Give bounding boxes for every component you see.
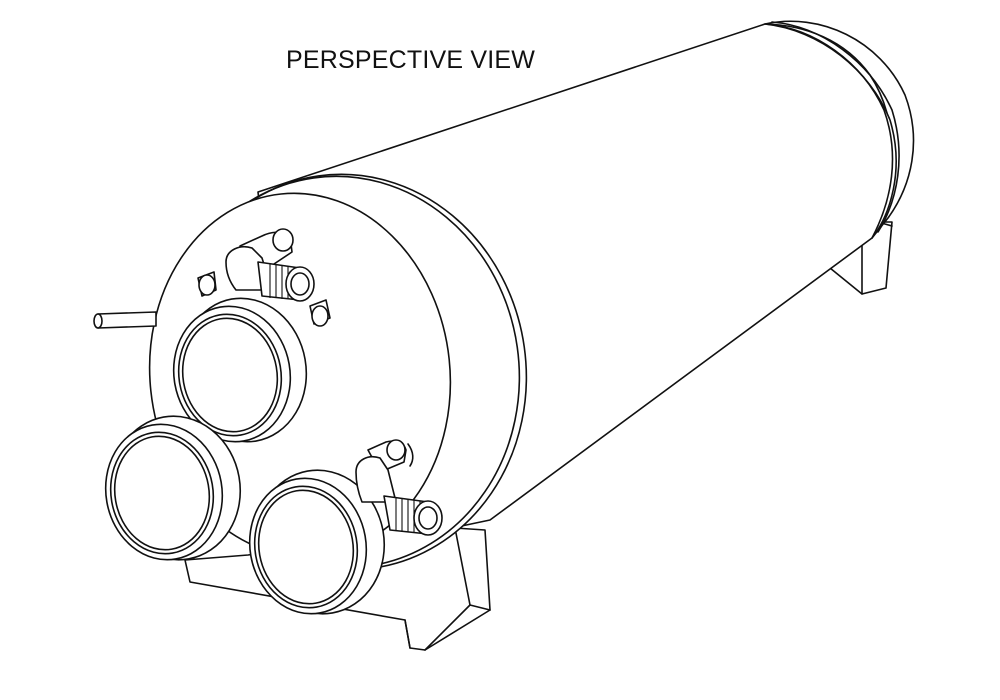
top-port xyxy=(172,297,308,443)
upper-elbow-fitting xyxy=(225,228,315,302)
view-title: PERSPECTIVE VIEW xyxy=(286,46,536,74)
lower-right-port xyxy=(248,469,386,615)
small-boss-left xyxy=(197,271,217,297)
small-boss-right xyxy=(309,299,331,327)
lower-elbow-fitting xyxy=(355,439,443,536)
side-pipe-stub xyxy=(93,311,157,329)
lower-left-port xyxy=(104,415,242,561)
